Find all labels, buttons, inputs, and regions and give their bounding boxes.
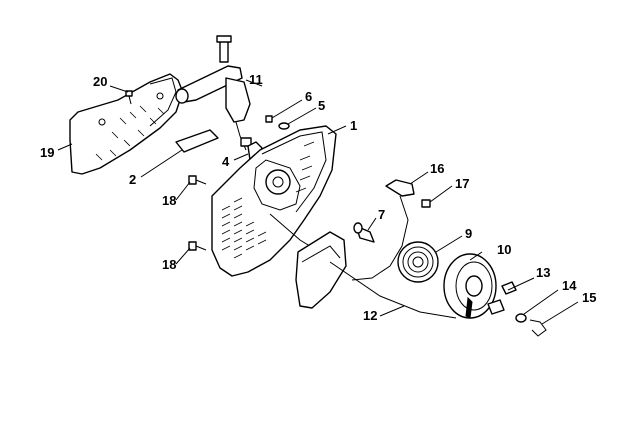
part-15-spring-clip [529, 319, 547, 337]
label-part-11: 11 [249, 72, 263, 87]
part-12-rope [295, 231, 457, 319]
label-part-14: 14 [562, 278, 577, 293]
part-17-screw [421, 199, 431, 208]
leader-lines [57, 79, 579, 325]
part-20-screw [125, 90, 133, 105]
label-part-2: 2 [129, 172, 136, 187]
part-18-screw-lower [188, 241, 207, 251]
label-part-10: 10 [497, 242, 511, 257]
label-part-1: 1 [350, 118, 357, 133]
part-2-plate [175, 129, 219, 153]
label-part-17: 17 [455, 176, 469, 191]
label-part-16: 16 [430, 161, 444, 176]
part-7-pin [353, 222, 375, 243]
label-part-12: 12 [363, 308, 377, 323]
label-part-9: 9 [465, 226, 472, 241]
part-6-screw [265, 115, 273, 123]
part-19-cover-plate [69, 73, 183, 175]
part-labels: 20 19 2 11 6 5 1 4 18 18 16 17 7 9 10 12… [40, 72, 596, 323]
part-5-washer [278, 122, 290, 130]
label-part-7: 7 [378, 207, 385, 222]
label-part-13: 13 [536, 265, 550, 280]
label-part-19: 19 [40, 145, 54, 160]
label-part-20: 20 [93, 74, 107, 89]
part-13-pawl [487, 281, 517, 315]
label-part-6: 6 [305, 89, 312, 104]
part-10-rope-rotor [443, 253, 497, 319]
part-11-starter-grip [175, 35, 252, 151]
label-part-4: 4 [222, 154, 230, 169]
part-16-spring [351, 179, 415, 281]
label-part-18-lower: 18 [162, 257, 176, 272]
part-14-washer [515, 313, 527, 323]
part-9-rewind-spring [397, 241, 439, 283]
label-part-18-upper: 18 [162, 193, 176, 208]
part-18-screw-upper [188, 175, 207, 185]
part-1-fan-housing [211, 125, 337, 277]
label-part-15: 15 [582, 290, 596, 305]
label-part-5: 5 [318, 98, 325, 113]
